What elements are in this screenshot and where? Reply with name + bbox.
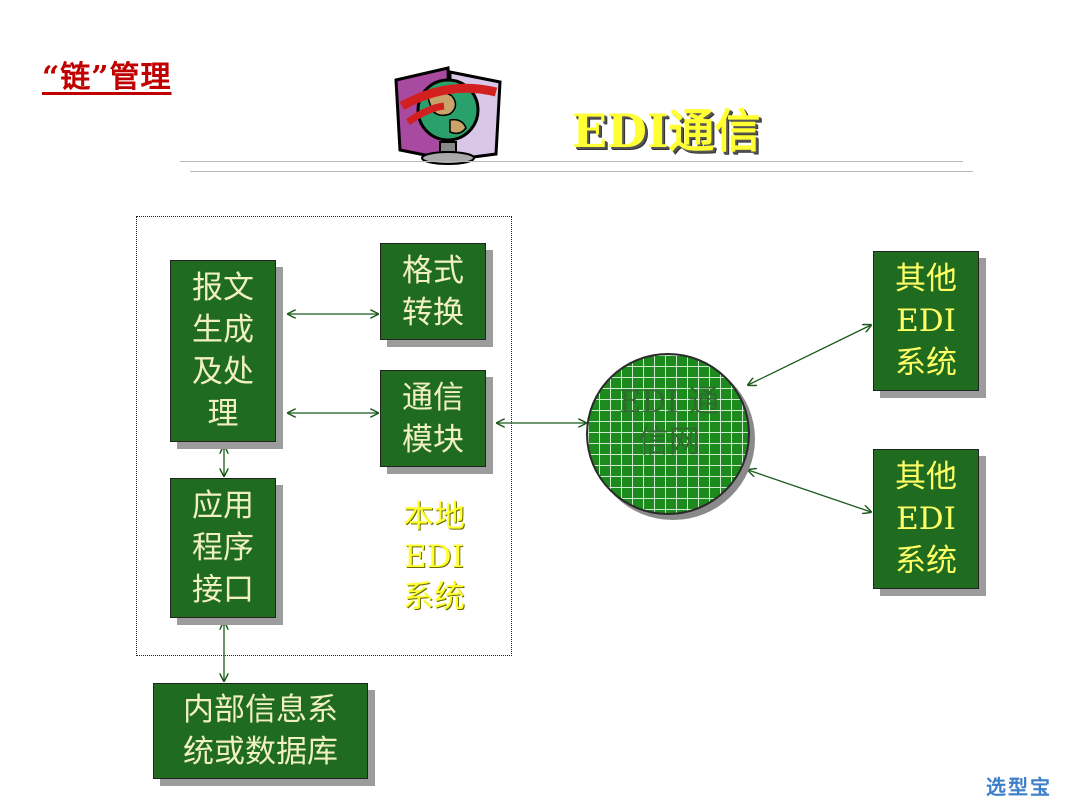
section-title: “链”管理 bbox=[42, 60, 172, 95]
local-edi-system-label: 本地 EDI 系统 bbox=[403, 499, 465, 615]
page-title: EDI通信 bbox=[572, 104, 761, 158]
other-edi-system-box: 其他 EDI 系统 bbox=[873, 251, 979, 391]
divider bbox=[180, 161, 963, 162]
watermark-logo: 选型宝 bbox=[986, 775, 1052, 799]
arrow-network-other1 bbox=[748, 325, 871, 385]
edi-network-label: EDI 通 信网 bbox=[618, 384, 720, 460]
local-edi-system-frame bbox=[136, 216, 512, 656]
arrow-network-other2 bbox=[748, 470, 871, 512]
report-processing-box: 报文 生成 及处 理 bbox=[170, 260, 276, 442]
other-edi-system-box: 其他 EDI 系统 bbox=[873, 449, 979, 589]
app-interface-box: 应用 程序 接口 bbox=[170, 478, 276, 618]
format-conversion-box: 格式 转换 bbox=[380, 243, 486, 340]
comm-module-box: 通信 模块 bbox=[380, 370, 486, 467]
internal-system-box: 内部信息系 统或数据库 bbox=[153, 683, 368, 779]
edi-network-globe bbox=[586, 353, 750, 515]
globe-icon bbox=[388, 62, 508, 174]
divider bbox=[190, 171, 973, 172]
